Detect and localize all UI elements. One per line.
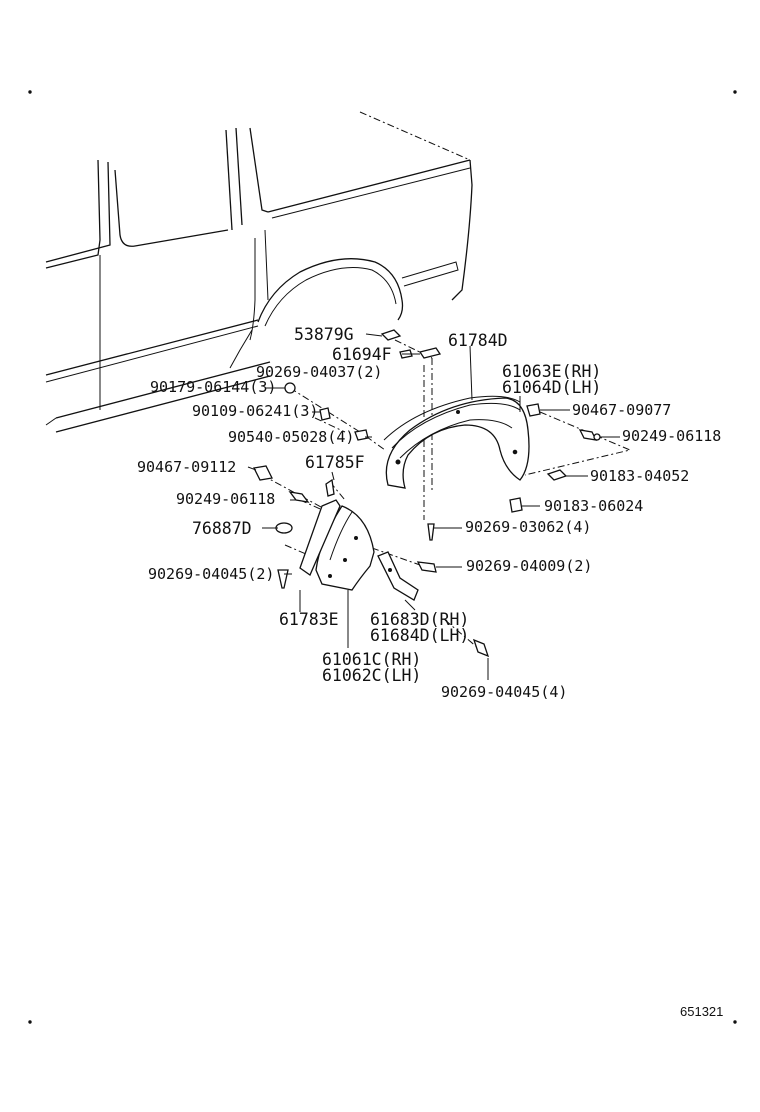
label-90109-06241: 90109-06241(3) bbox=[192, 402, 318, 420]
label-90269-04045-bottom: 90269-04045(4) bbox=[441, 683, 567, 701]
fender-flare-upper bbox=[383, 395, 530, 489]
label-61694F: 61694F bbox=[332, 345, 392, 364]
label-61785F: 61785F bbox=[305, 453, 365, 472]
fasteners bbox=[253, 329, 601, 658]
part-labels: 53879G 61694F 61784D 90269-04037(2) 6106… bbox=[137, 325, 721, 701]
leader-lines bbox=[247, 333, 620, 680]
label-90269-04009: 90269-04009(2) bbox=[466, 557, 592, 575]
mudguard-bracket bbox=[377, 551, 419, 601]
label-53879G: 53879G bbox=[294, 325, 354, 344]
vehicle-body-outline bbox=[45, 111, 473, 433]
figure-code: 651321 bbox=[680, 1004, 723, 1019]
label-90269-04045-left: 90269-04045(2) bbox=[148, 565, 274, 583]
small-bracket bbox=[325, 478, 335, 497]
label-90249-06118-right: 90249-06118 bbox=[622, 427, 721, 445]
label-61063E: 61063E(RH) bbox=[502, 362, 601, 381]
label-61783E: 61783E bbox=[279, 610, 339, 629]
label-90179-06144: 90179-06144(3) bbox=[150, 378, 276, 396]
corner-marks bbox=[28, 90, 737, 1024]
label-90269-04037: 90269-04037(2) bbox=[256, 363, 382, 381]
mudguard-seal bbox=[299, 499, 341, 576]
label-76887D: 76887D bbox=[192, 519, 252, 538]
label-61062C: 61062C(LH) bbox=[322, 666, 421, 685]
label-61061C: 61061C(RH) bbox=[322, 650, 421, 669]
label-90269-03062: 90269-03062(4) bbox=[465, 518, 591, 536]
label-90249-06118-left: 90249-06118 bbox=[176, 490, 275, 508]
label-90183-04052: 90183-04052 bbox=[590, 467, 689, 485]
label-90540-05028: 90540-05028(4) bbox=[228, 428, 354, 446]
label-61684D: 61684D(LH) bbox=[370, 626, 469, 645]
label-90183-06024: 90183-06024 bbox=[544, 497, 643, 515]
label-90467-09112: 90467-09112 bbox=[137, 458, 236, 476]
label-90467-09077: 90467-09077 bbox=[572, 401, 671, 419]
label-61064D: 61064D(LH) bbox=[502, 378, 601, 397]
label-61683D: 61683D(RH) bbox=[370, 610, 469, 629]
label-61784D: 61784D bbox=[448, 331, 508, 350]
